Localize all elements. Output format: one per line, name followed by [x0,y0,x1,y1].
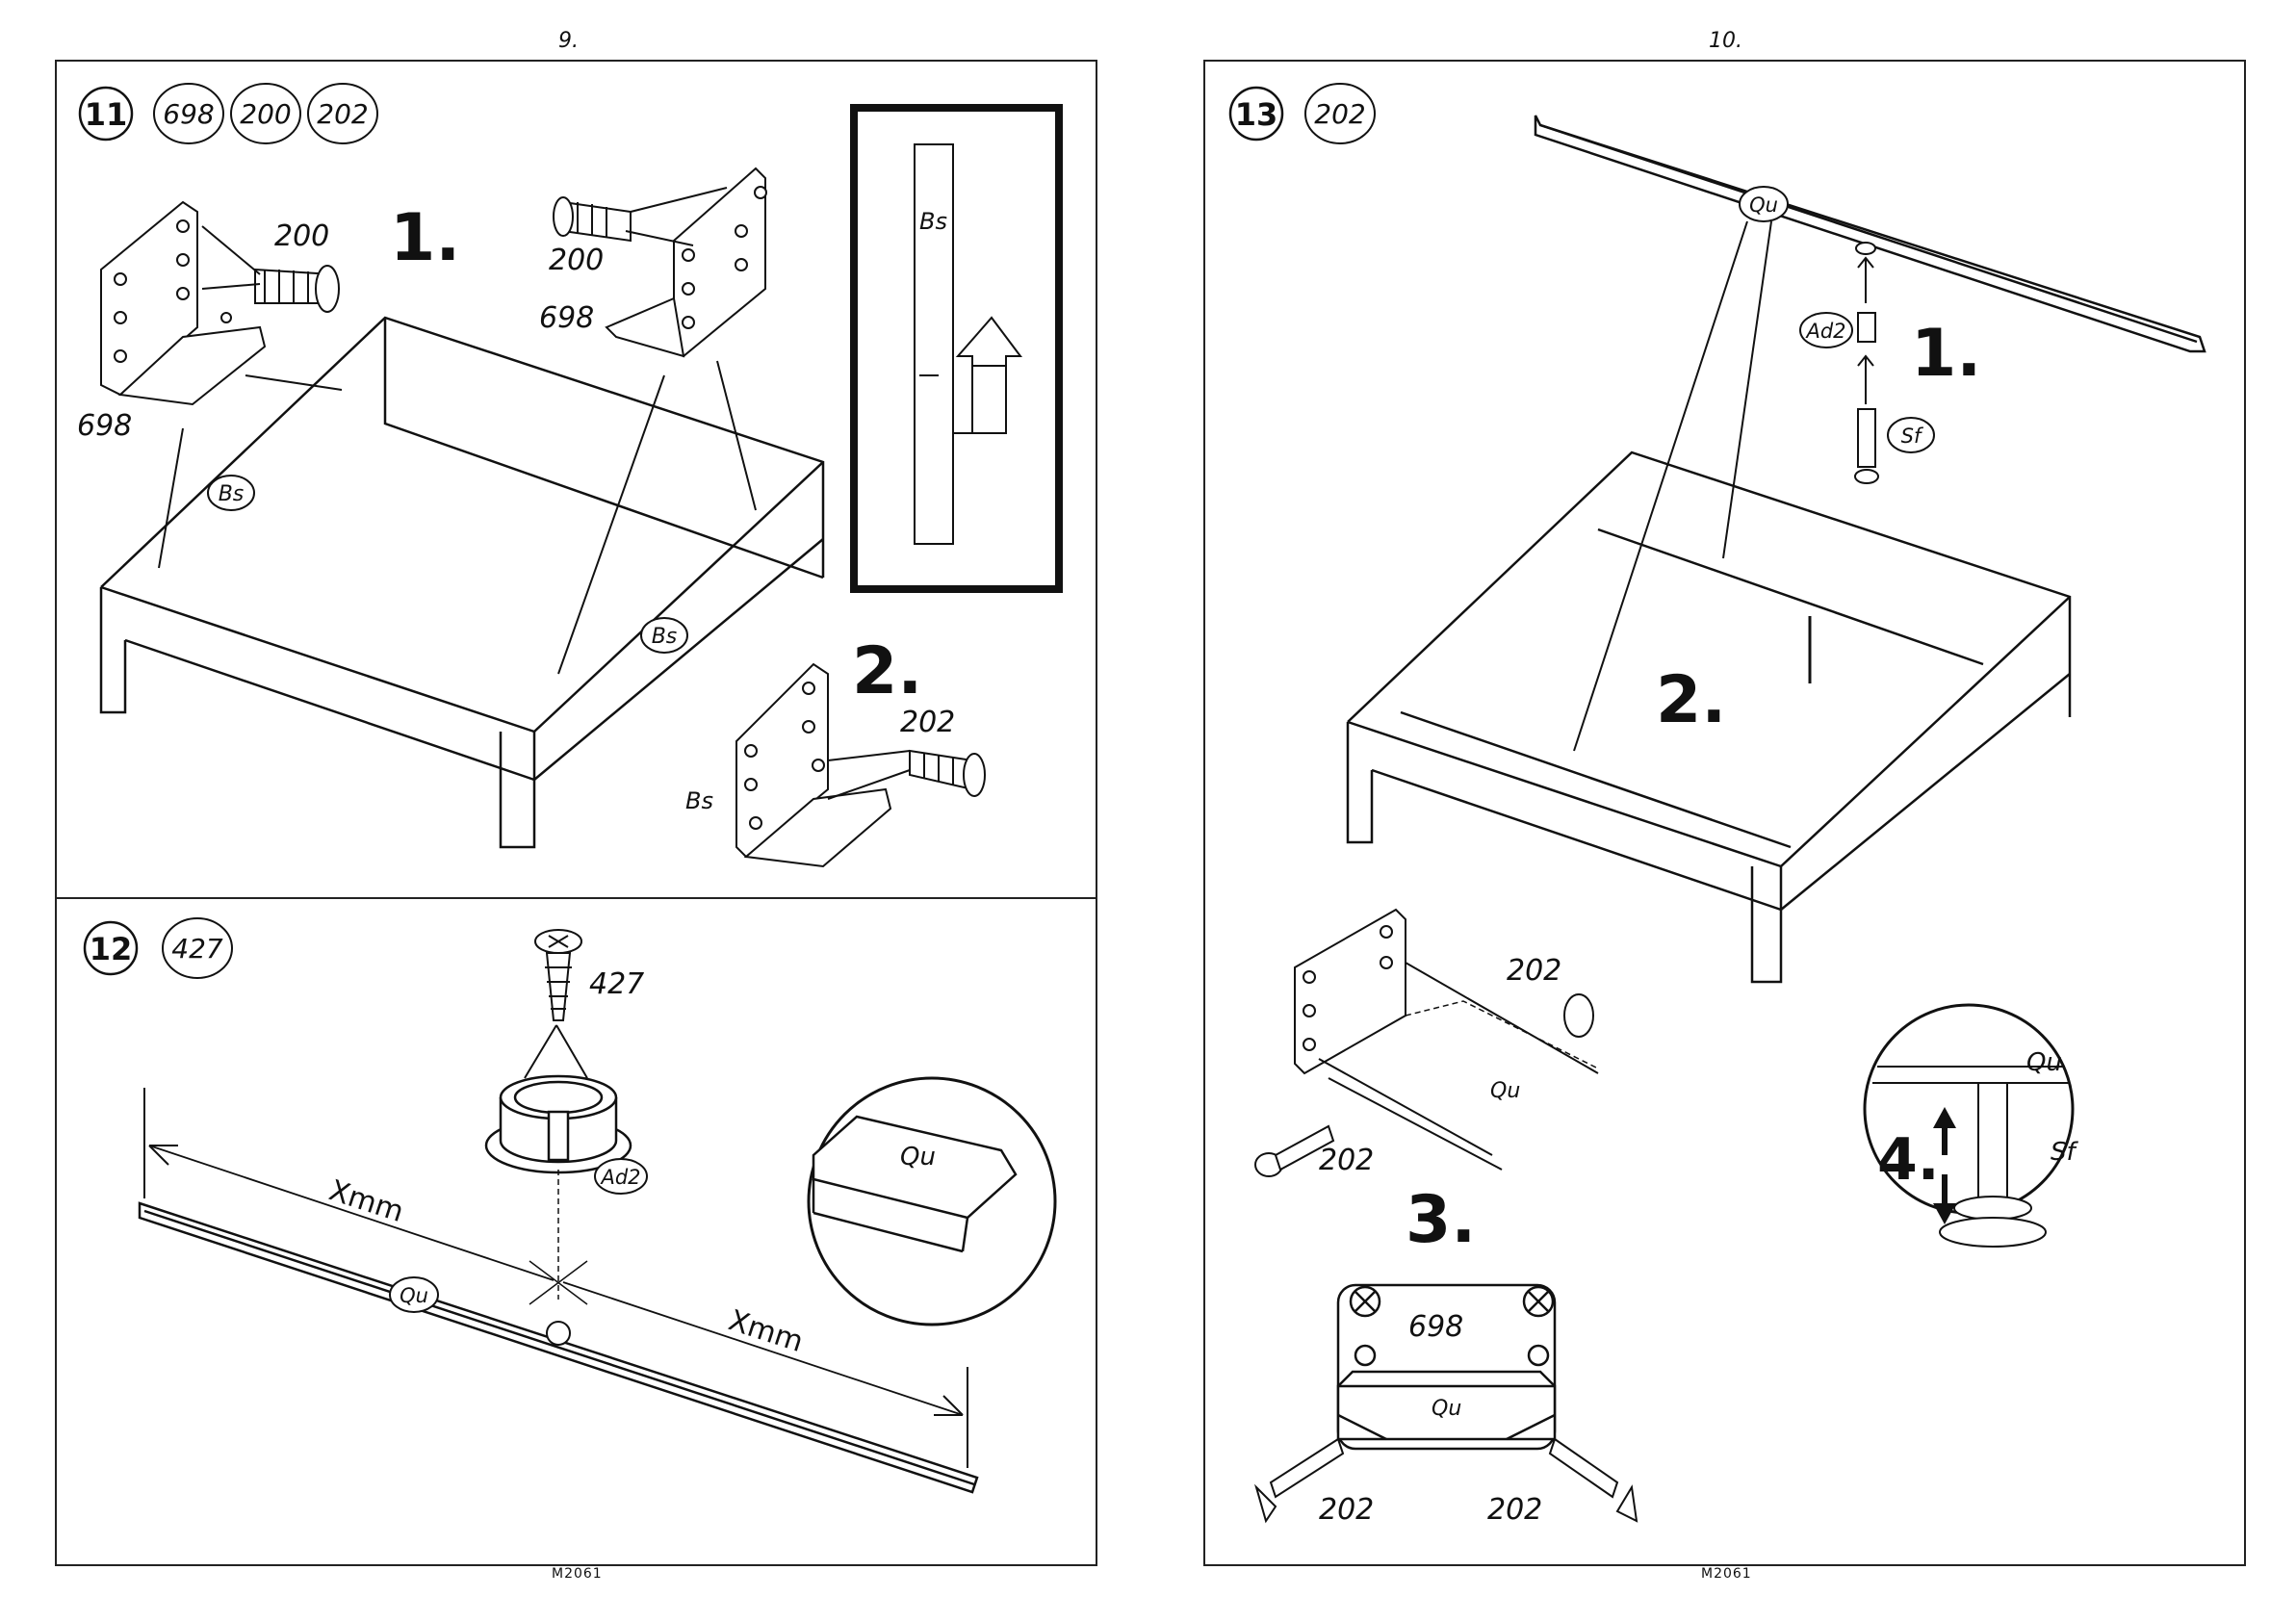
tag-qu-13: Qu [1749,193,1778,217]
dim-xmm-1: Xmm [325,1173,408,1229]
label-202-b: 202 [1319,1144,1374,1177]
foot-cup-icon [486,1076,631,1172]
substep-2-label-13: 2. [1656,662,1726,738]
screw-200-b-icon [554,197,631,241]
part-badges-11: 698 200 202 [154,84,377,143]
tag-ad2-12: Ad2 [599,1166,640,1189]
tag-bs-4: Bs [685,787,713,814]
tag-qu-zoom: Qu [900,1143,936,1171]
footer-left: M2061 [552,1566,603,1582]
screw-202-right-icon [1550,1439,1637,1521]
label-202-d: 202 [1487,1493,1542,1527]
part-badge-427: 427 [171,933,223,965]
side-bracket-icon [606,168,766,356]
part-badge-202: 202 [317,98,368,130]
tag-bs-2: Bs [652,625,678,649]
bed-frame [101,318,823,847]
dim-xmm-2: Xmm [725,1303,808,1359]
label-202-c: 202 [1319,1493,1374,1527]
tag-bs-3: Bs [919,208,947,235]
rail-zoom-detail: Qu [809,1078,1055,1325]
substep-1-label: 1. [390,200,460,276]
substep-4-label-13: 4. [1877,1126,1940,1194]
footer-right: M2061 [1701,1566,1752,1582]
step-13: 13 202 Qu Ad2 Sf 1. [1230,84,2205,1527]
label-qu-rail: Qu [1490,1079,1520,1103]
step-13-number: 13 [1235,96,1278,133]
part-badge-200: 200 [240,98,291,130]
zoom-sf: Sf [2051,1138,2079,1167]
step-11: 11 698 200 202 200 698 1. [77,84,1059,866]
screw-202-icon [910,751,985,796]
bracket-13-icon [1295,910,1406,1073]
substep-1-label-13: 1. [1911,316,1981,392]
screw-427-icon [535,930,581,1020]
part-badge-202-13: 202 [1314,98,1365,130]
step-11-number: 11 [85,96,128,133]
label-qu-bracket: Qu [1432,1397,1461,1421]
foot-parts-icon [1855,243,1878,483]
label-698-13: 698 [1408,1310,1463,1344]
substep-3-label-13: 3. [1406,1182,1476,1258]
screw-200-icon [255,266,339,312]
label-200: 200 [274,219,329,253]
zoom-qu: Qu [2026,1048,2062,1077]
label-427: 427 [589,967,644,1001]
substep-2-label: 2. [852,633,922,709]
part-badge-698: 698 [163,98,214,130]
tag-qu-12: Qu [400,1284,428,1307]
label-698: 698 [77,409,132,443]
label-200-b: 200 [549,244,604,277]
corner-bracket-icon [101,202,265,404]
tag-ad2-13: Ad2 [1804,320,1845,343]
step-12-number: 12 [90,931,133,967]
label-202: 202 [900,706,955,739]
label-202-a: 202 [1507,954,1561,988]
tag-bs-1: Bs [219,482,245,506]
tag-sf-13: Sf [1901,425,1924,448]
label-698-b: 698 [539,301,594,335]
inset-detail: Bs [854,108,1059,589]
step-12: 12 427 427 Ad2 [85,918,1055,1492]
